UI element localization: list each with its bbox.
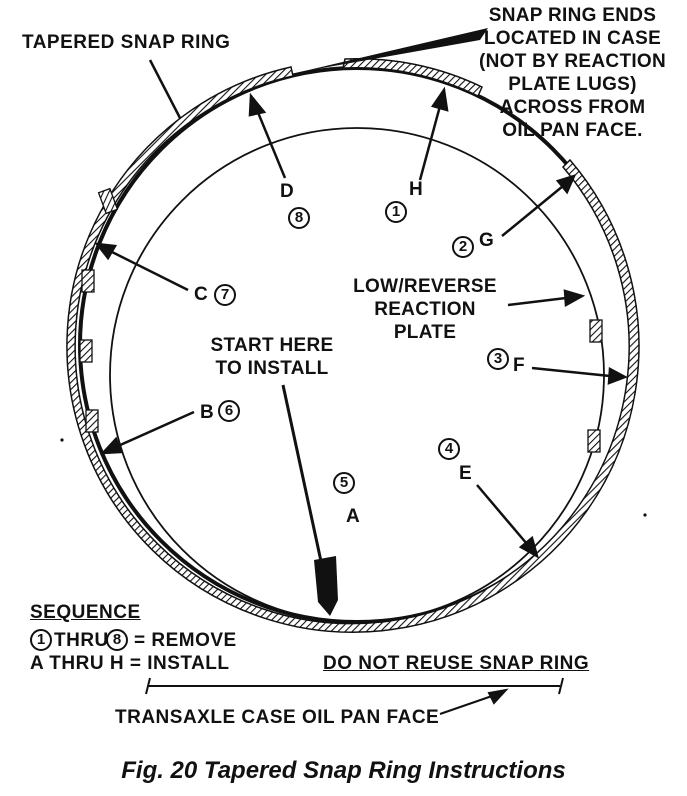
leader-arrows: [94, 86, 629, 567]
note-line: ACROSS FROM: [499, 97, 646, 118]
lr-line: LOW/REVERSE: [353, 276, 497, 297]
point-a: A: [346, 506, 361, 527]
step-8: 8: [288, 207, 310, 229]
sequence-thru: THRU: [54, 630, 109, 651]
step-3: 3: [487, 348, 509, 370]
step-7: 7: [214, 284, 236, 306]
step-2: 2: [452, 236, 474, 258]
tapered-snap-ring-label: TAPERED SNAP RING: [22, 32, 231, 53]
point-f: F: [513, 355, 526, 376]
point-d: D: [280, 181, 295, 202]
start-line: START HERE: [210, 335, 334, 356]
oil-pan-face-line: [145, 677, 564, 715]
case-lugs: [79, 187, 603, 453]
low-reverse-label: LOW/REVERSE REACTION PLATE: [345, 275, 505, 344]
point-b: B: [200, 402, 215, 423]
step-6: 6: [218, 400, 240, 422]
note-line: LOCATED IN CASE: [483, 28, 662, 49]
stray-dot: [60, 438, 64, 442]
sequence-install: A THRU H = INSTALL: [30, 653, 230, 674]
lr-line: PLATE: [393, 322, 457, 343]
point-c: C: [194, 284, 209, 305]
lr-line: REACTION: [374, 299, 476, 320]
start-here-label: START HERE TO INSTALL: [196, 334, 348, 380]
start-arrow-head: [314, 556, 338, 616]
snap-ring-ends-note: SNAP RING ENDS LOCATED IN CASE (NOT BY R…: [470, 4, 675, 142]
tapered-ring-pointer: [148, 59, 182, 119]
start-line: TO INSTALL: [215, 358, 329, 379]
note-line: PLATE LUGS): [508, 74, 637, 95]
tapered-snap-ring: [66, 66, 640, 633]
sequence-title: SEQUENCE: [30, 602, 141, 623]
note-line: SNAP RING ENDS: [488, 5, 657, 26]
snap-ring-ends-pointer: [300, 28, 488, 72]
step-1-legend: 1: [30, 629, 52, 651]
point-h: H: [409, 179, 424, 200]
point-g: G: [479, 230, 495, 251]
snap-ring-end-segment: [342, 57, 483, 98]
figure-caption: Fig. 20 Tapered Snap Ring Instructions: [121, 757, 566, 784]
case-face-label: TRANSAXLE CASE OIL PAN FACE: [115, 707, 440, 728]
sequence-remove: = REMOVE: [134, 630, 237, 651]
step-1: 1: [385, 201, 407, 223]
step-8-legend: 8: [106, 629, 128, 651]
note-line: (NOT BY REACTION: [478, 51, 667, 72]
step-5: 5: [333, 472, 355, 494]
step-4: 4: [438, 438, 460, 460]
note-line: OIL PAN FACE.: [502, 120, 643, 141]
stray-dot-2: [643, 513, 647, 517]
do-not-reuse-warning: DO NOT REUSE SNAP RING: [323, 653, 590, 674]
point-e: E: [459, 463, 473, 484]
